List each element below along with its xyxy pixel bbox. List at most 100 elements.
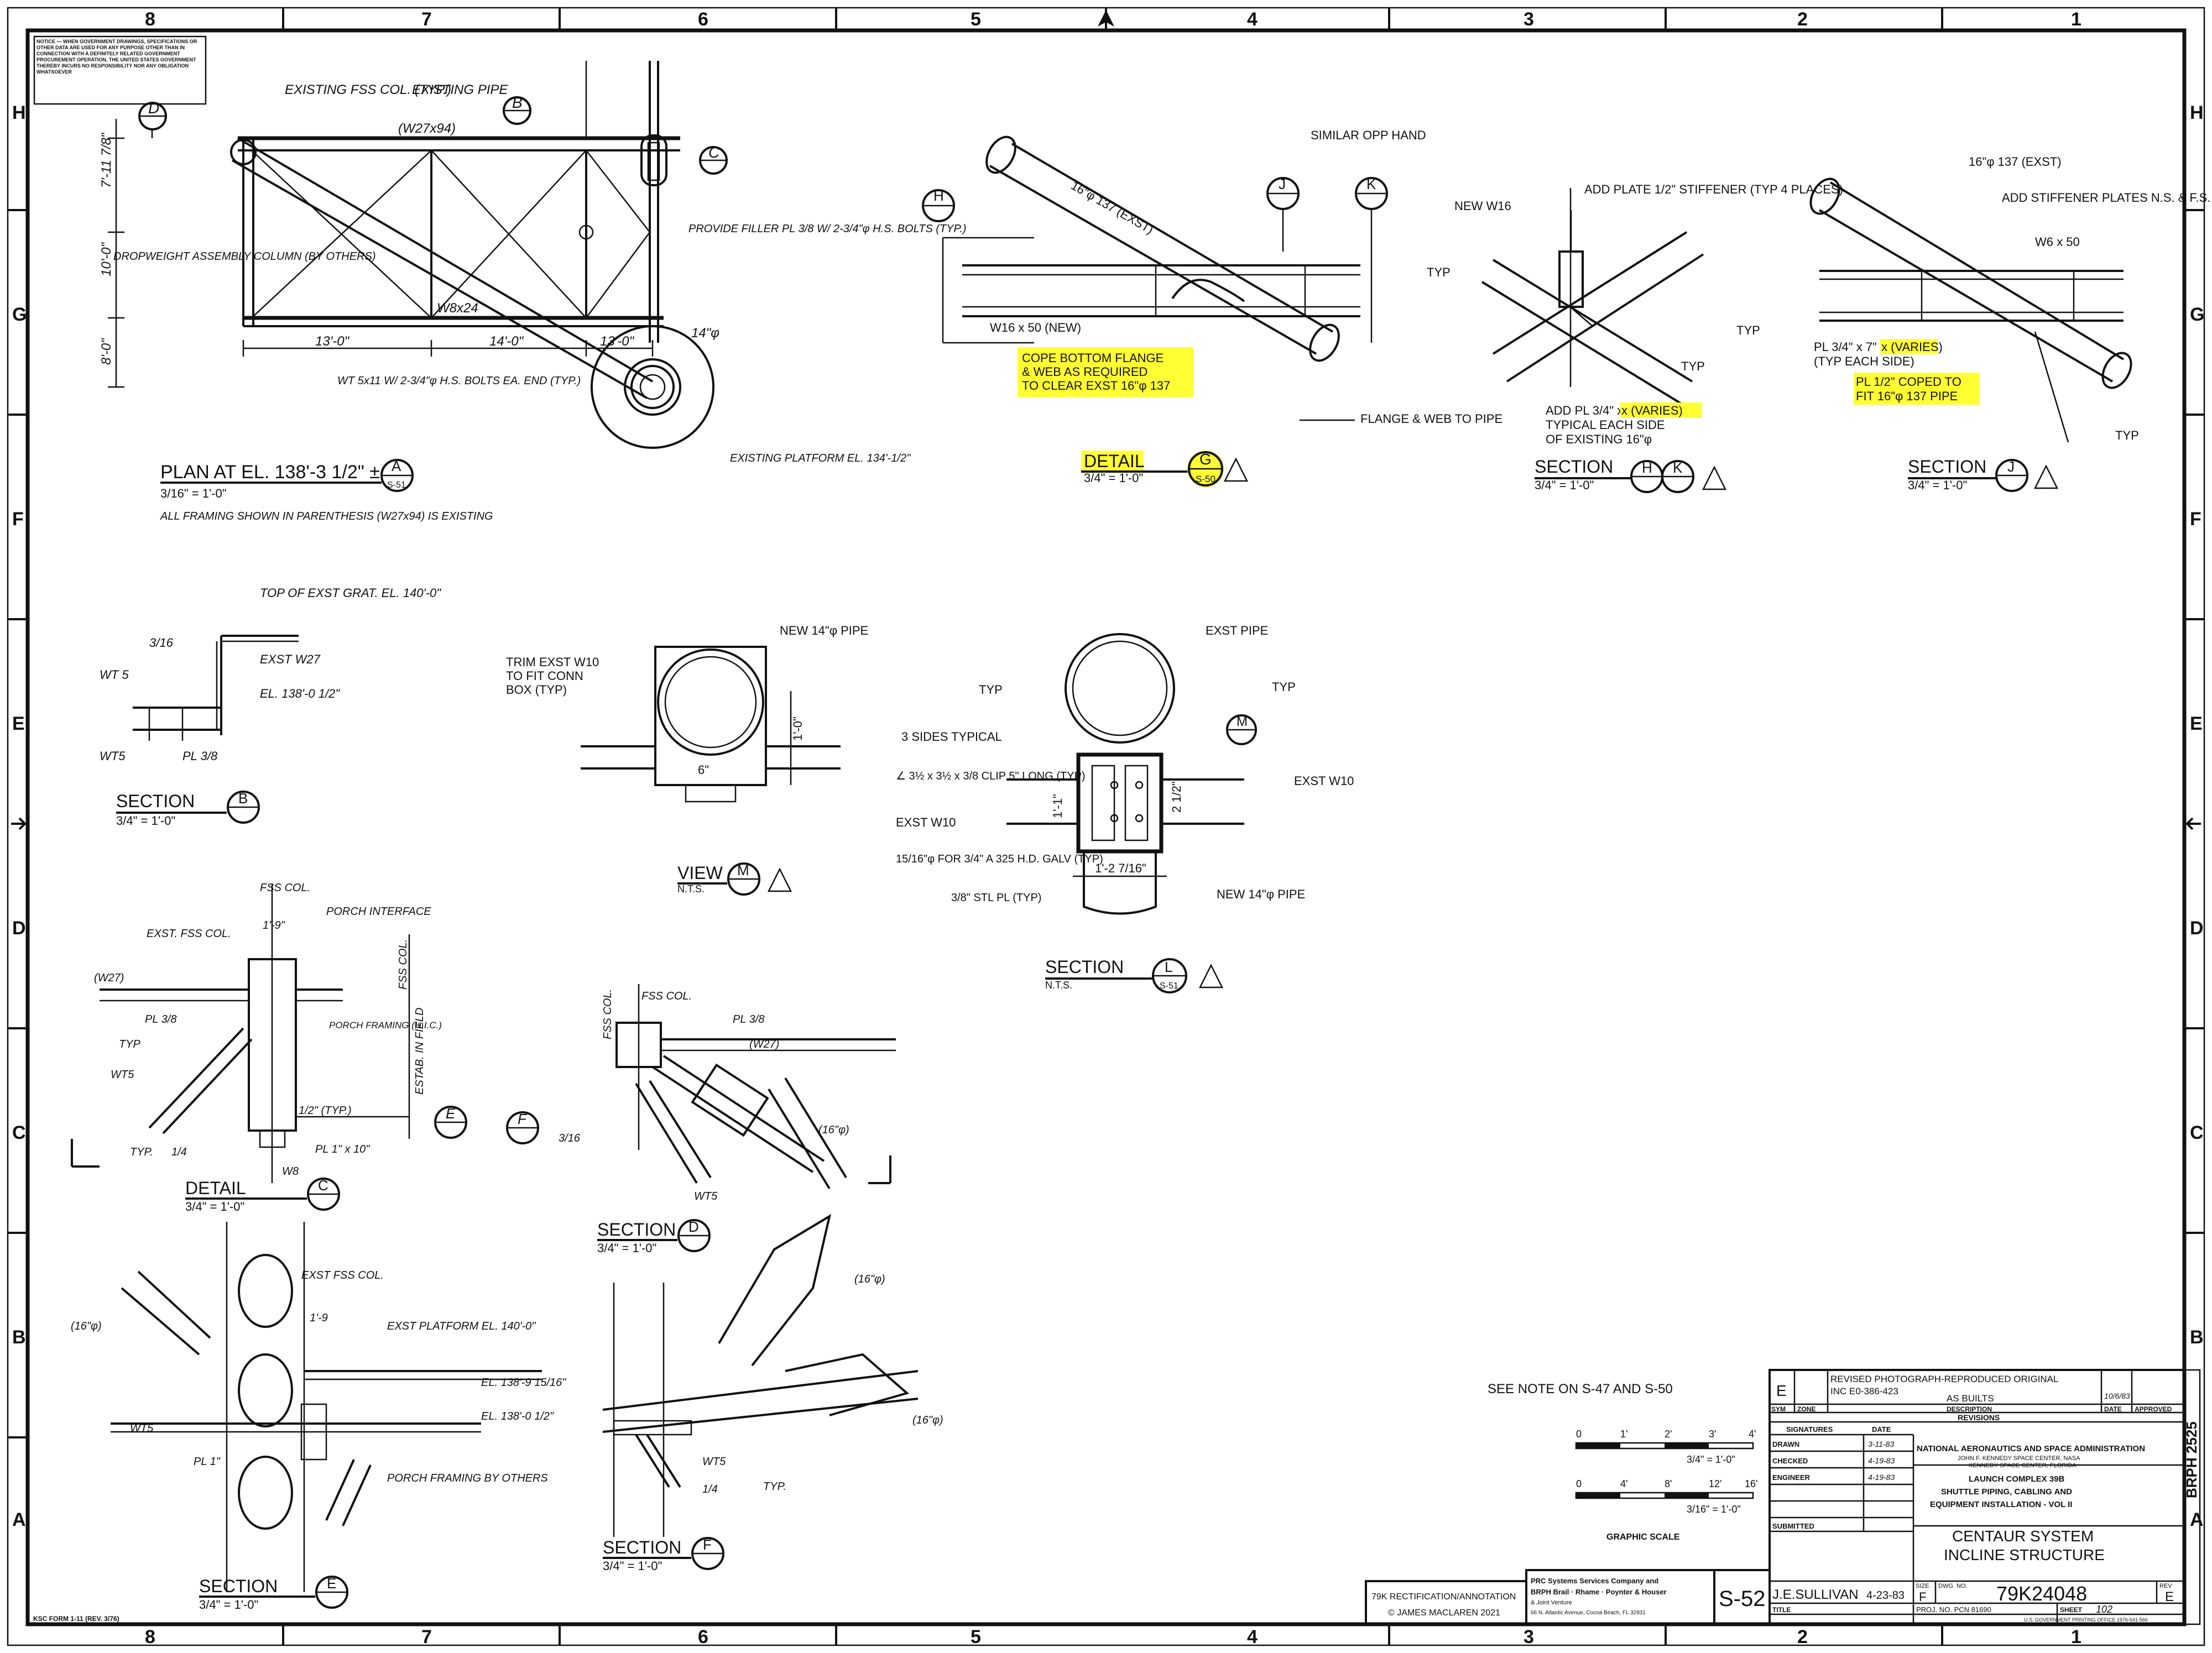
gs-bot-0: 0 — [1576, 1478, 1582, 1489]
side-tag: BRPH 2525 — [2183, 1421, 2200, 1498]
section-b-title: SECTION B 3/4" = 1'-0" — [116, 790, 260, 828]
col-label-bottom-8: 8 — [145, 1626, 155, 1647]
section-e-labels: EXST FSS COL. EXST PLATFORM EL. 140'-0" … — [71, 1269, 566, 1484]
detail-c-labels: FSS COL. EXST. FSS COL. PORCH INTERFACE … — [94, 882, 456, 1178]
contractor-2: BRPH Brail · Rhame · Poynter & Houser — [1531, 1588, 1667, 1596]
project-2: SHUTTLE PIPING, CABLING AND — [1941, 1487, 2072, 1497]
platform-label: EXISTING PLATFORM EL. 134'-1/2" — [730, 452, 911, 464]
project-3: EQUIPMENT INSTALLATION - VOL II — [1930, 1500, 2073, 1509]
dwg-label: DWG. NO. — [1938, 1583, 1968, 1589]
center-2: KENNEDY SPACE CENTER, FLORIDA — [1969, 1462, 2077, 1469]
m-title-text: VIEW — [677, 863, 723, 883]
rev-label: REV — [2159, 1583, 2172, 1589]
gs-top-4: 4' — [1749, 1429, 1756, 1440]
c-half: 1/2" (TYP.) — [299, 1105, 352, 1117]
graphic-scale: 0 1' 2' 3' 4' 3/4" = 1'-0" 0 4' 8' 12' 1… — [1575, 1429, 1757, 1542]
d-weld: 3/16 — [559, 1132, 581, 1144]
c-exst-fss: EXST. FSS COL. — [147, 928, 231, 940]
j-title-text: SECTION — [1908, 457, 1986, 477]
sheet-value: 102 — [2096, 1604, 2112, 1615]
row-label-h: H — [12, 102, 26, 123]
m-dim2-label: 6" — [698, 763, 709, 777]
j-stiff-label: ADD STIFFENER PLATES N.S. & F.S. — [2002, 191, 2210, 205]
j-highlights: x (VARIES) PL 1/2" COPED TO FIT 16"φ 137… — [1854, 339, 1980, 405]
view-m-title: VIEW M N.T.S. — [677, 862, 792, 896]
f-wt5: WT5 — [702, 1456, 726, 1468]
section-d — [506, 984, 896, 1190]
d-title-text: SECTION — [597, 1220, 676, 1239]
dim-13-a: 13'-0" — [315, 334, 350, 349]
dim-13-b: 13'-0" — [600, 334, 635, 349]
m-trim-3: BOX (TYP) — [506, 683, 567, 697]
w27-label: (W27x94) — [398, 121, 456, 136]
w8x24-label: W8x24 — [437, 301, 478, 316]
b-top-label: TOP OF EXST GRAT. EL. 140'-0" — [260, 586, 441, 600]
f-pipe1: (16"φ) — [854, 1273, 885, 1285]
c-pl1: PL 1" x 10" — [315, 1143, 370, 1155]
l-sheet: S-51 — [1160, 981, 1178, 991]
e-dim: 1'-9 — [310, 1312, 328, 1324]
m-trim-1: TRIM EXST W10 — [506, 655, 599, 669]
col-label-bottom-1: 1 — [2071, 1626, 2081, 1647]
m-dim-label: 1'-0" — [791, 716, 805, 741]
row-label-f: F — [12, 509, 24, 530]
row-label-right-h: H — [2190, 102, 2204, 123]
e-el1: EL. 138'-9 15/16" — [481, 1377, 566, 1389]
project-1: LAUNCH COMPLEX 39B — [1969, 1474, 2065, 1484]
j-letter: J — [2007, 458, 2015, 475]
d-wt5: WT5 — [694, 1190, 718, 1202]
c-title-text: DETAIL — [185, 1178, 246, 1198]
j-scale: 3/4" = 1'-0" — [1908, 478, 1967, 492]
rectification-2: © JAMES MACLAREN 2021 — [1388, 1608, 1500, 1618]
gs-bot-3: 12' — [1709, 1478, 1721, 1489]
revisions-label: REVISIONS — [1958, 1413, 2000, 1422]
size-label: SIZE — [1916, 1583, 1929, 1589]
c-pl: PL 3/8 — [145, 1013, 176, 1026]
rev-desc-3: AS BUILTS — [1947, 1393, 1994, 1404]
j-pl-e: FIT 16"φ 137 PIPE — [1856, 389, 1958, 403]
b-scale: 3/4" = 1'-0" — [116, 814, 175, 828]
e-porch: PORCH FRAMING BY OTHERS — [387, 1472, 548, 1484]
dwg-number: 79K24048 — [1996, 1582, 2087, 1605]
section-f — [602, 1213, 919, 1537]
zone-labels: 8 7 6 5 4 3 2 1 8 7 6 5 4 3 2 1 H G F E … — [12, 9, 2204, 1647]
gs-bot-scale: 3/16" = 1'-0" — [1687, 1504, 1741, 1515]
e-scale: 3/4" = 1'-0" — [199, 1598, 258, 1612]
l-w10: EXST W10 — [896, 815, 956, 829]
row-label-c: C — [12, 1122, 26, 1143]
rev-sym: E — [1776, 1382, 1787, 1399]
f-frac: 1/4 — [702, 1483, 718, 1495]
l-dim3: 2 1/2" — [1170, 781, 1183, 813]
l-title-text: SECTION — [1045, 957, 1124, 977]
contractor-4: 66 N. Atlantic Avenue, Cocoa Beach, FL 3… — [1531, 1610, 1646, 1616]
detail-g-bubble-k: K — [1366, 176, 1376, 192]
hk-highlight: x (VARIES) — [1620, 402, 1702, 418]
cope-note-line-2: & WEB AS REQUIRED — [1022, 365, 1147, 379]
l-typ-2: TYP — [1272, 680, 1296, 694]
l-exst-pipe: EXST PIPE — [1206, 624, 1268, 637]
b-el-label: EL. 138'-0 1/2" — [260, 687, 340, 700]
checked-date: 4-19-83 — [1868, 1456, 1895, 1465]
see-note: SEE NOTE ON S-47 AND S-50 — [1488, 1382, 1673, 1396]
d-fss2: FSS COL. — [602, 989, 614, 1039]
j-pipe-label: 16"φ 137 (EXST) — [1969, 155, 2062, 169]
section-hk-title: SECTION H K 3/4" = 1'-0" — [1535, 457, 1727, 493]
d-bubble-f: F — [518, 1111, 528, 1127]
section-hk — [1481, 188, 1704, 405]
hk-typ-2: TYP — [1736, 323, 1760, 337]
c-dim: 1'-9" — [263, 919, 285, 932]
hk-typ-3: TYP — [1681, 359, 1705, 373]
size-value: F — [1919, 1590, 1926, 1604]
d-pl: PL 3/8 — [733, 1013, 764, 1026]
zone-ticks — [8, 8, 2204, 1645]
detail-g-beam: W16 x 50 (NEW) — [990, 321, 1081, 334]
detail-g-pipe: 16"φ 137 (EXST) — [1069, 179, 1156, 237]
hk-letter-k: K — [1673, 459, 1683, 476]
b-title-text: SECTION — [116, 791, 195, 811]
j-pl-d: PL 1/2" COPED TO — [1856, 375, 1961, 389]
c-porch-framing: PORCH FRAMING (H.I.C.) — [329, 1020, 442, 1030]
row-label-right-g: G — [2190, 304, 2204, 325]
row-label-right-d: D — [2190, 918, 2204, 939]
detail-g-bubble-h: H — [933, 187, 944, 204]
